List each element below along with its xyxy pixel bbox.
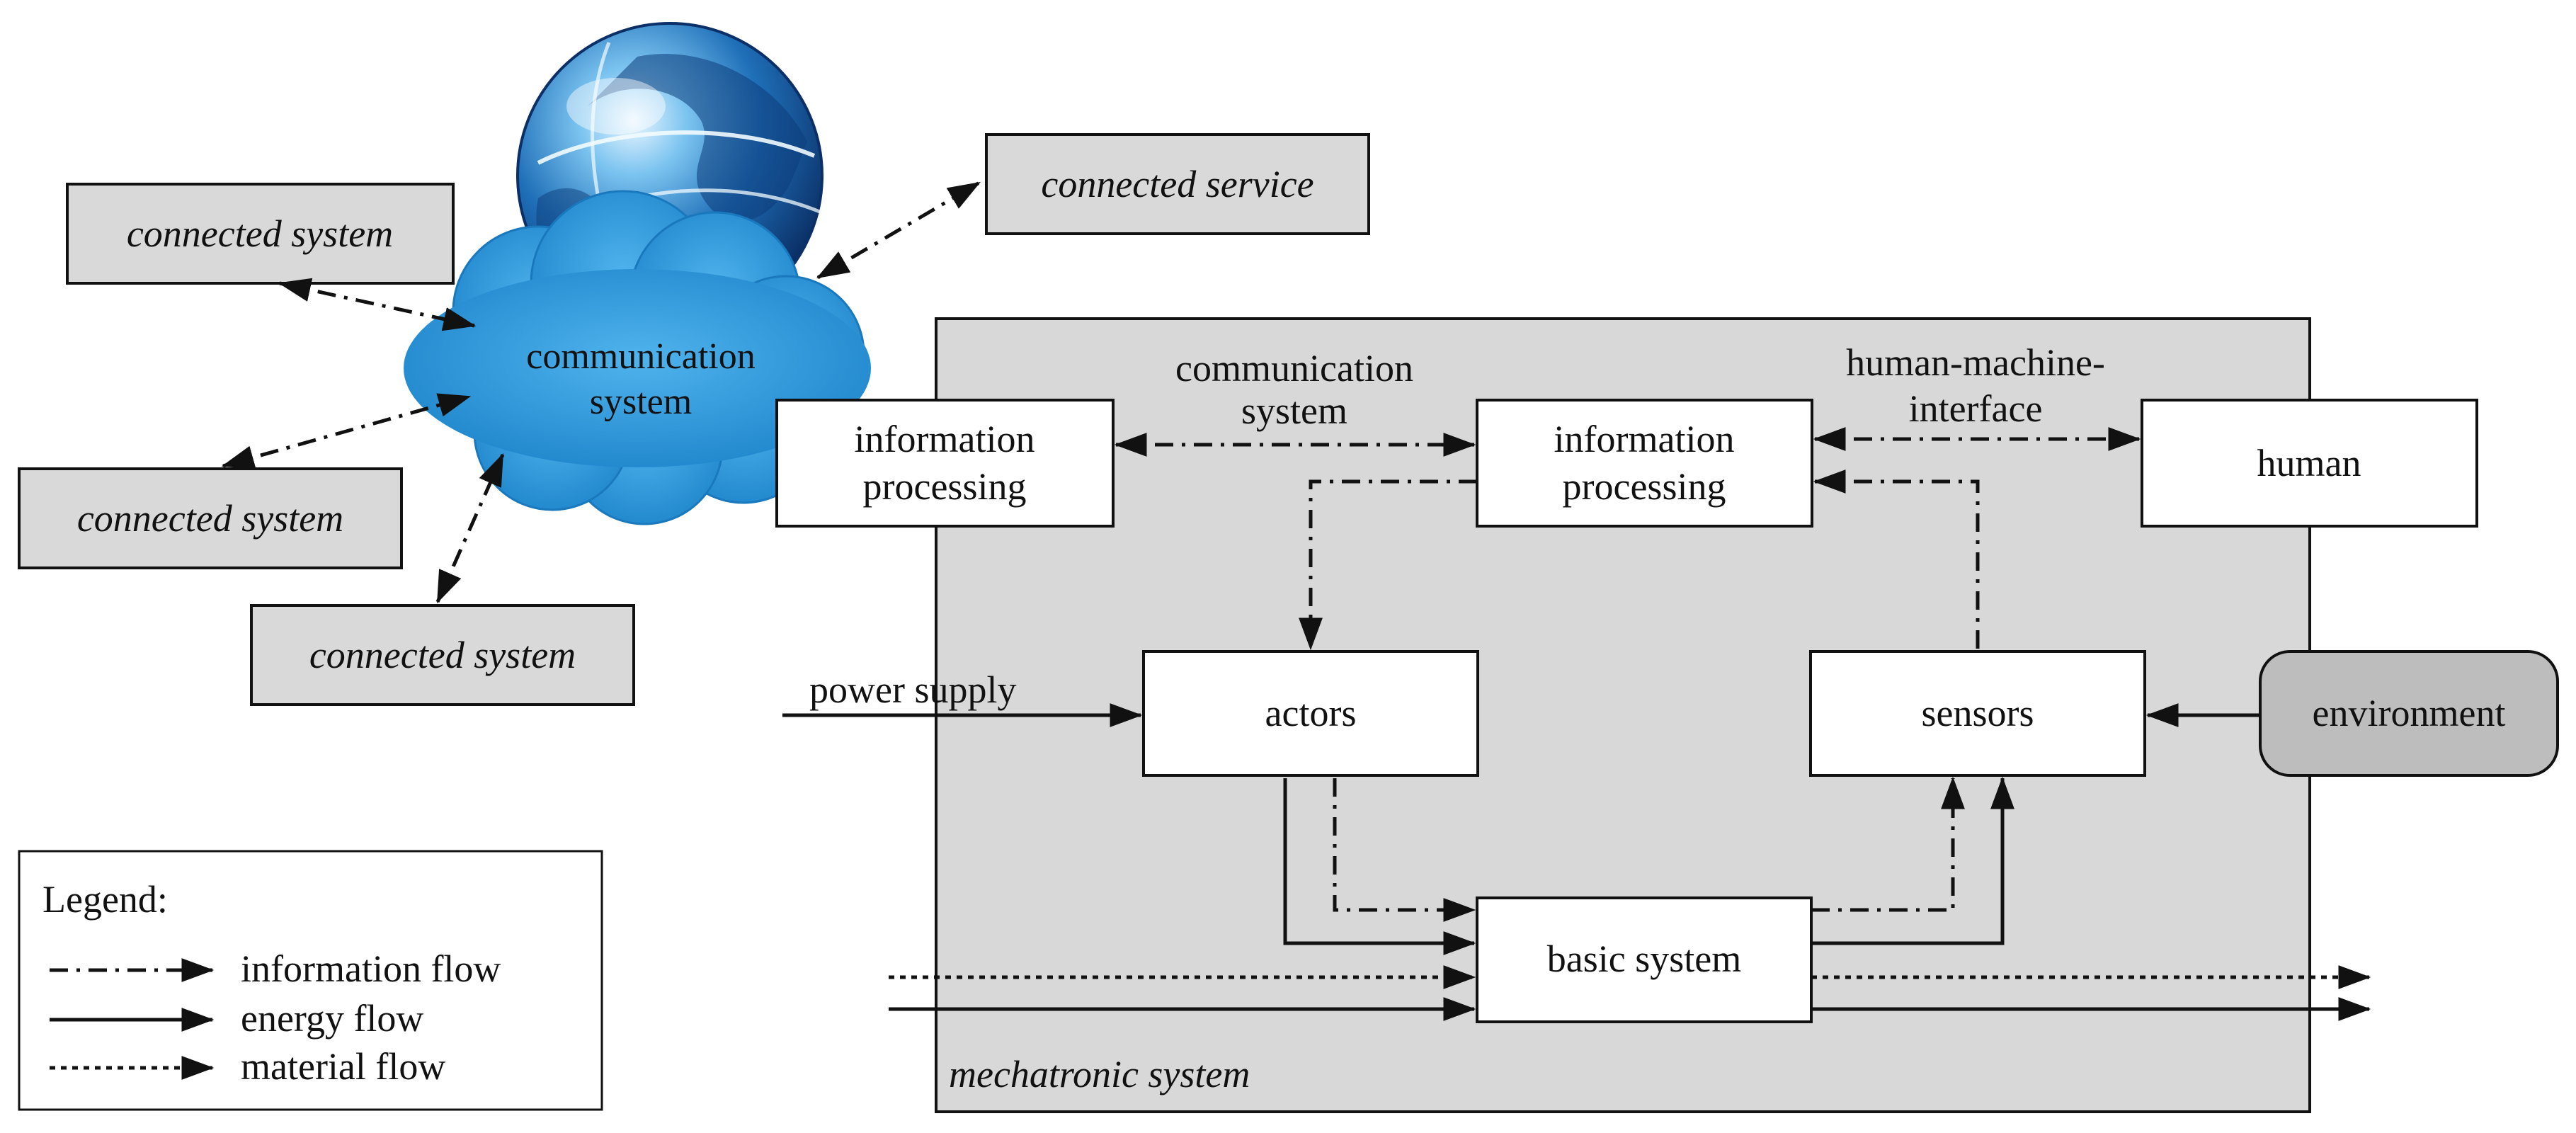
- info-processing-center: information processing: [1476, 399, 1813, 528]
- info-processing-center-line2: processing: [1563, 465, 1726, 508]
- connected-system-mid-label: connected system: [77, 497, 343, 540]
- flow-info-center-actors: [1299, 479, 1477, 651]
- legend-info-label: information flow: [241, 947, 501, 990]
- legend: Legend: information flow energy flow mat…: [18, 850, 603, 1111]
- flow-sensors-info-center: [1813, 469, 1980, 649]
- human-label: human: [2257, 442, 2361, 484]
- info-processing-left-line1: information: [855, 418, 1035, 460]
- actors-box: actors: [1142, 650, 1479, 777]
- environment-box: environment: [2259, 650, 2559, 777]
- connected-system-top-label: connected system: [127, 212, 393, 255]
- info-processing-left: information processing: [775, 399, 1115, 528]
- info-processing-left-line2: processing: [863, 465, 1027, 508]
- cloud-links: [221, 181, 981, 604]
- flow-basic-sensors-energy: [1811, 776, 2014, 945]
- legend-energy-label: energy flow: [241, 997, 423, 1040]
- edge-label-hmi-line2: interface: [1909, 387, 2043, 430]
- link-connected-system-top: [278, 278, 477, 331]
- link-connected-system-mid: [221, 393, 472, 469]
- connected-service-label: connected service: [1041, 163, 1313, 205]
- connected-system-bottom: connected system: [250, 604, 635, 706]
- communication-cloud-label-line1: communication: [526, 336, 755, 377]
- legend-box: [18, 850, 603, 1111]
- sensors-box: sensors: [1809, 650, 2146, 777]
- connected-system-mid: connected system: [18, 467, 403, 569]
- link-connected-system-bottom: [435, 452, 505, 604]
- human-box: human: [2141, 399, 2478, 528]
- mechatronic-system-label: mechatronic system: [949, 1053, 1250, 1095]
- connected-service: connected service: [985, 133, 1370, 235]
- flow-actors-basic-energy: [1283, 778, 1476, 955]
- flow-basic-sensors-info: [1811, 776, 1965, 912]
- edge-label-communication-line1: communication: [1175, 347, 1413, 389]
- connected-system-bottom-label: connected system: [309, 634, 576, 676]
- basic-system-box: basic system: [1476, 896, 1813, 1023]
- basic-system-label: basic system: [1547, 938, 1741, 980]
- edge-label-hmi-line1: human-machine-: [1846, 341, 2105, 384]
- flow-actors-basic-info: [1333, 778, 1476, 922]
- connected-system-top: connected system: [66, 183, 455, 285]
- edge-label-power-supply: power supply: [809, 668, 1016, 711]
- actors-label: actors: [1265, 692, 1357, 734]
- legend-title: Legend:: [42, 878, 168, 921]
- edge-label-communication-line2: system: [1241, 389, 1347, 432]
- communication-cloud-label-line2: system: [590, 382, 692, 422]
- link-connected-service: [816, 181, 981, 280]
- information-flows: [1114, 427, 2141, 922]
- energy-flows: [782, 703, 2371, 1021]
- cloud-icon: [404, 190, 871, 525]
- legend-material-label: material flow: [241, 1045, 445, 1088]
- sensors-label: sensors: [1922, 692, 2034, 734]
- info-processing-center-line1: information: [1554, 418, 1735, 460]
- environment-label: environment: [2313, 692, 2506, 734]
